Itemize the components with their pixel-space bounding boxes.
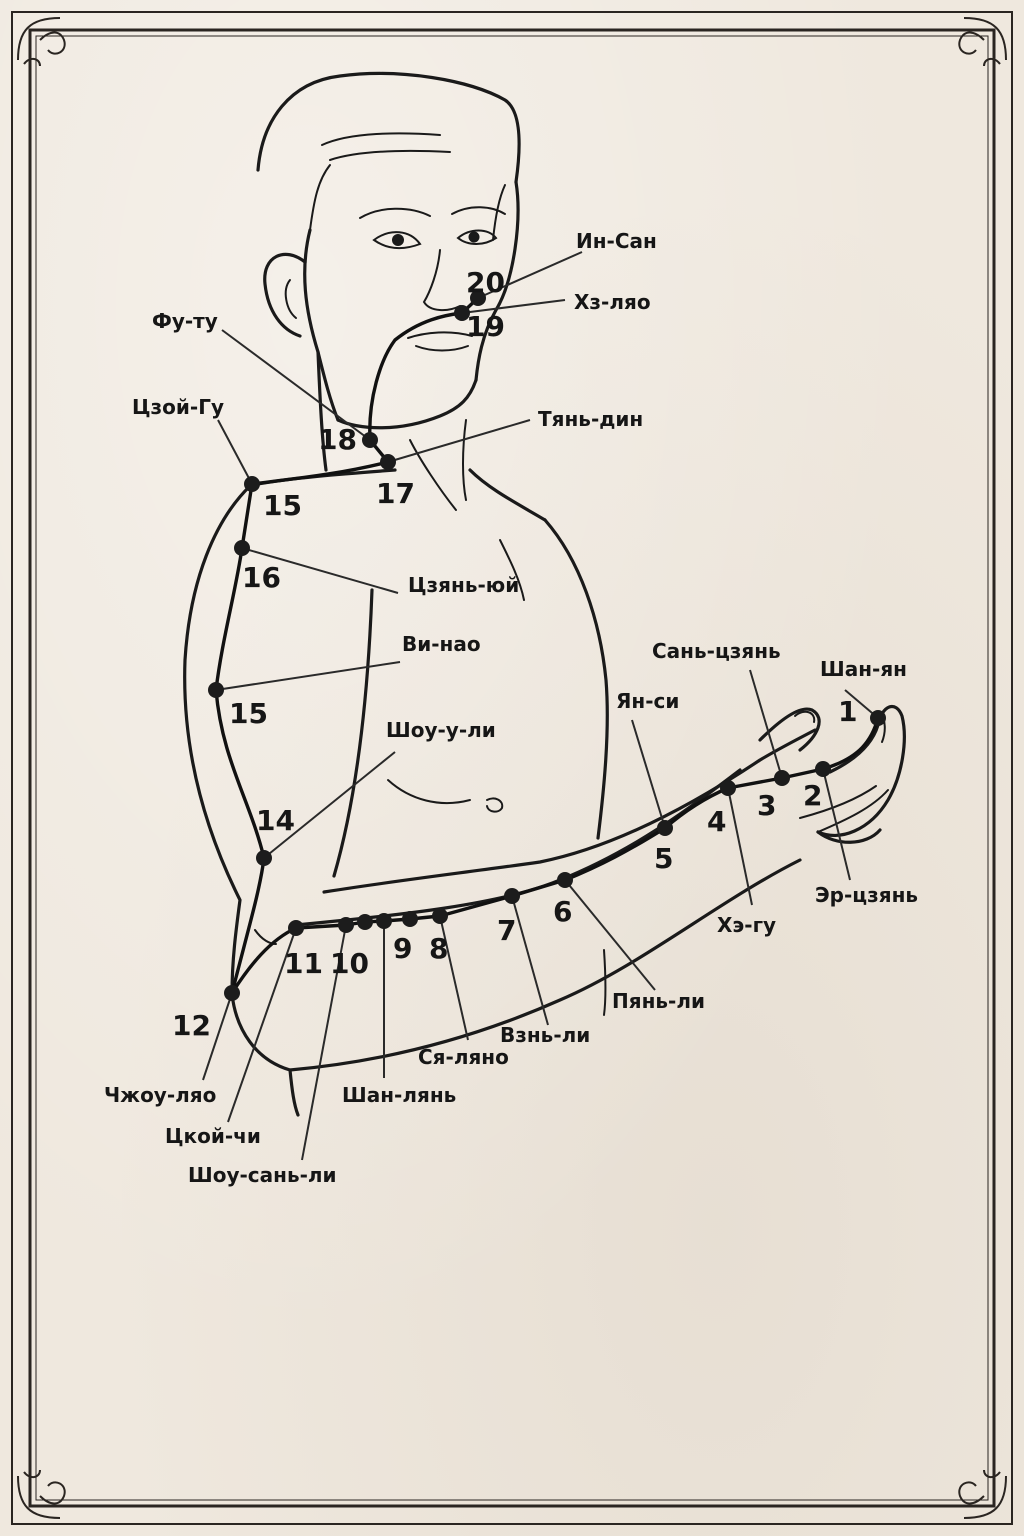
number-label-2: 2 [803, 779, 822, 812]
hair-strands [309, 132, 506, 241]
acupoint-8 [432, 908, 448, 924]
number-label-7: 7 [497, 914, 516, 947]
number-label-10: 10 [330, 947, 369, 980]
ear-outline [263, 252, 307, 338]
name-label-5: Ян-си [616, 689, 679, 713]
number-label-4: 4 [707, 805, 726, 838]
acupoint-2 [815, 761, 831, 777]
name-label-16: Цзянь-юй [408, 573, 519, 597]
left-eye-icon [372, 231, 422, 250]
number-label-11: 11 [284, 947, 323, 980]
number-label-16: 16 [242, 561, 281, 594]
number-label-15-shoulder: 15 [263, 489, 302, 522]
thumb-nail-icon [794, 710, 816, 723]
mouth-outline [407, 331, 473, 352]
upper-arm-back [183, 484, 252, 996]
number-label-19: 19 [466, 310, 505, 343]
name-label-8: Ся-ляно [418, 1045, 509, 1069]
name-label-12: Чжоу-ляо [104, 1083, 216, 1107]
number-label-5: 5 [654, 842, 673, 875]
torso-right [543, 518, 609, 840]
acupoint-6 [557, 872, 573, 888]
acupoint-12 [224, 985, 240, 1001]
number-label-9: 9 [393, 932, 412, 965]
number-label-12: 12 [172, 1009, 211, 1042]
acupoint-14 [256, 850, 272, 866]
corner-ornament-icon [17, 17, 1007, 1519]
acupoint-20 [470, 290, 486, 306]
name-label-3: Сань-цзянь [652, 639, 781, 663]
number-label-8: 8 [429, 932, 448, 965]
leader-lines [202, 251, 879, 1161]
number-label-20: 20 [466, 266, 505, 299]
name-label-18: Фу-ту [152, 309, 218, 333]
name-label-14: Шоу-у-ли [386, 718, 496, 742]
acupoint-18 [362, 432, 378, 448]
number-label-17: 17 [376, 477, 415, 510]
forearm-top [322, 728, 817, 894]
index-finger-outline [816, 704, 906, 837]
name-label-20: Ин-Сан [576, 229, 657, 253]
name-label-11: Цкой-чи [165, 1124, 261, 1148]
name-label-6: Пянь-ли [612, 989, 705, 1013]
name-label-17: Тянь-дин [538, 407, 643, 431]
ornamental-frame [11, 11, 1013, 1525]
number-label-3: 3 [757, 789, 776, 822]
name-label-10: Шоу-сань-ли [188, 1163, 337, 1187]
acupoints [208, 290, 886, 1001]
head-right-outline [474, 180, 520, 382]
number-label-14: 14 [256, 804, 295, 837]
right-eye-icon [456, 229, 498, 245]
elbow-outline [230, 858, 802, 1072]
number-label-6: 6 [553, 895, 572, 928]
acupoint-7 [504, 888, 520, 904]
point-numbers: 1 2 3 4 5 6 7 8 9 10 11 12 14 15 16 15 1… [172, 266, 857, 1042]
number-label-1: 1 [838, 695, 857, 728]
number-label-15-arm: 15 [229, 697, 268, 730]
acupoint-15-arm [208, 682, 224, 698]
acupoint-5 [657, 820, 673, 836]
name-label-15-arm: Ви-нао [402, 632, 481, 656]
acupoint-15-shoulder [244, 476, 260, 492]
name-label-4: Хэ-гу [717, 913, 776, 937]
hair-outline [256, 71, 521, 184]
acupoint-1 [870, 710, 886, 726]
number-label-18: 18 [318, 423, 357, 456]
name-label-1: Шан-ян [820, 657, 907, 681]
acupoint-19 [454, 305, 470, 321]
neck-left [316, 350, 328, 472]
acupoint-17 [380, 454, 396, 470]
neck-muscle [409, 419, 467, 511]
name-label-15-shoulder: Цзой-Гу [132, 395, 224, 419]
acupoint-10 [338, 917, 354, 933]
nose-outline [422, 249, 461, 312]
acupoint-3 [774, 770, 790, 786]
neck-right [468, 468, 547, 522]
arm-inner [332, 588, 374, 878]
name-label-2: Эр-цзянь [815, 883, 918, 907]
point-names: Шан-ян Эр-цзянь Сань-цзянь Хэ-гу Ян-си П… [104, 229, 918, 1187]
name-label-19: Хз-ляо [574, 290, 651, 314]
nipple-icon [486, 797, 504, 813]
acupoint-9 [402, 911, 418, 927]
chin-outline [336, 378, 478, 430]
name-label-7: Взнь-ли [500, 1023, 590, 1047]
acupoint-9b [376, 913, 392, 929]
name-label-9: Шан-лянь [342, 1083, 456, 1107]
acupoint-4 [720, 780, 736, 796]
acupoint-16 [234, 540, 250, 556]
acupoint-10b [357, 914, 373, 930]
thumb-outline [758, 707, 821, 752]
acupoint-11 [288, 920, 304, 936]
